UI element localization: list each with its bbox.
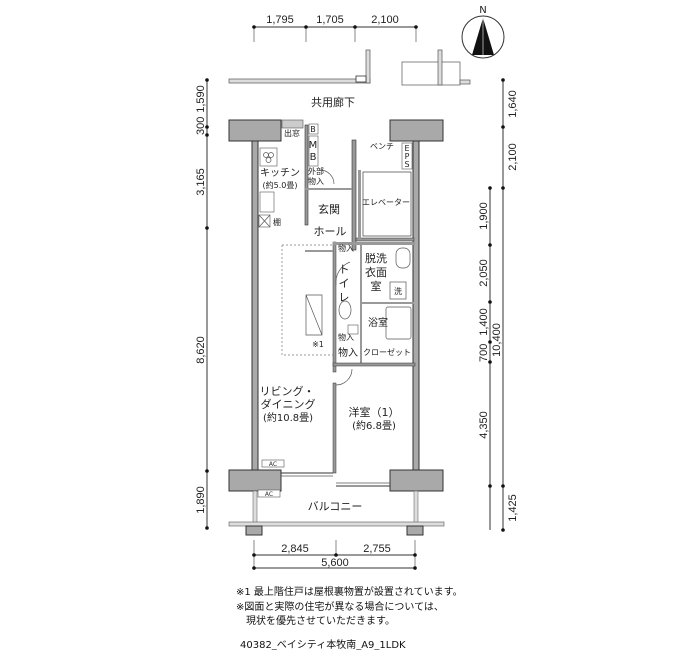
shelf-label: 棚 (273, 217, 281, 227)
eps-label-p: P (405, 152, 410, 161)
dim-bottom-2: 2,755 (363, 543, 391, 555)
top-dimension-line (252, 25, 418, 42)
washer-label: 洗 (394, 286, 402, 296)
kitchen-size: (約5.0畳) (263, 180, 298, 190)
outdoor-storage-label-2: 物入 (308, 176, 324, 186)
washroom-label-2: 衣面 (365, 265, 387, 279)
balcony-label: バルコニー (308, 500, 363, 513)
outdoor-storage-label-1: 外部 (308, 166, 324, 176)
dim-right-7: 10,400 (491, 323, 503, 357)
mb-m-label: M (309, 140, 318, 151)
dim-right-9: 1,425 (507, 494, 519, 522)
entrance-label: 玄関 (318, 202, 340, 216)
eps-label-e: E (404, 144, 409, 153)
walls (228, 119, 444, 492)
dim-top-3: 2,100 (371, 14, 399, 26)
note-2: ※図面と実際の住宅が異なる場合については、 (236, 600, 444, 613)
storage-label-2: 物入 (338, 332, 354, 342)
bottom-dimension-line (252, 540, 417, 570)
bench-label: ベンチ (370, 142, 394, 151)
living-label-2: ダイニング (261, 397, 316, 411)
eps-label-s: S (404, 160, 409, 169)
toilet-label-3: レ (339, 291, 350, 304)
dim-right-5: 1,400 (478, 308, 490, 336)
dim-bottom-1: 2,845 (281, 543, 309, 555)
dim-right-1: 1,640 (507, 90, 519, 118)
dim-bottom-3: 5,600 (321, 557, 349, 569)
living-size: (約10.8畳) (263, 411, 313, 424)
dim-left-2: 1,590 (195, 85, 207, 113)
bathroom-label: 浴室 (368, 316, 388, 329)
closet-label: クローゼット (363, 347, 411, 357)
note-1: ※1 最上階住戸は屋根裏物置が設置されています。 (236, 585, 463, 598)
dim-left-4: 8,620 (195, 336, 207, 364)
dim-top-2: 1,705 (316, 14, 344, 26)
living-label-1: リビング・ (260, 384, 315, 398)
right-dimension-line (488, 78, 505, 532)
mb-b-label: B (310, 152, 317, 163)
dim-right-2: 2,100 (507, 143, 519, 171)
compass-north-label: N (479, 5, 486, 16)
washroom-label-1: 脱洗 (365, 251, 387, 265)
dim-left-1: 300 (195, 117, 207, 135)
ac-label-1: AC (269, 461, 277, 468)
dim-left-3: 3,165 (195, 168, 207, 196)
storage-label-1: 物入 (338, 243, 354, 253)
hall-label: ホール (314, 225, 347, 238)
toilet-label-1: ト (339, 263, 350, 276)
washroom-label-3: 室 (371, 279, 382, 293)
left-dimension-line (205, 78, 209, 530)
b-label: B (310, 125, 316, 134)
elevator-label: エレベーター (362, 198, 410, 207)
bay-window-label: 出窓 (284, 128, 300, 138)
plan-caption: 40382_ベイシティ本牧南_A9_1LDK (240, 638, 406, 650)
north-compass-icon (461, 15, 505, 59)
dim-top-1: 1,795 (266, 14, 294, 26)
dim-right-4: 2,050 (478, 259, 490, 287)
note-mark: ※1 (312, 340, 324, 349)
note-3: 現状を優先させていただきます。 (236, 614, 395, 627)
dim-right-6: 700 (478, 344, 490, 362)
toilet-label-2: イ (339, 277, 350, 290)
ac-label-2: AC (265, 491, 273, 498)
bedroom-size: (約6.8畳) (352, 419, 396, 432)
dim-right-8: 4,350 (478, 411, 490, 439)
corridor-label: 共用廊下 (311, 95, 355, 109)
bedroom-label: 洋室（1） (349, 405, 400, 419)
dim-right-3: 1,900 (478, 202, 490, 230)
fixtures (228, 119, 445, 536)
kitchen-label: キッチン (260, 167, 300, 179)
dim-left-5: 1,890 (195, 486, 207, 514)
storage-label-3: 物入 (338, 346, 358, 359)
corridor-railing (228, 49, 471, 86)
